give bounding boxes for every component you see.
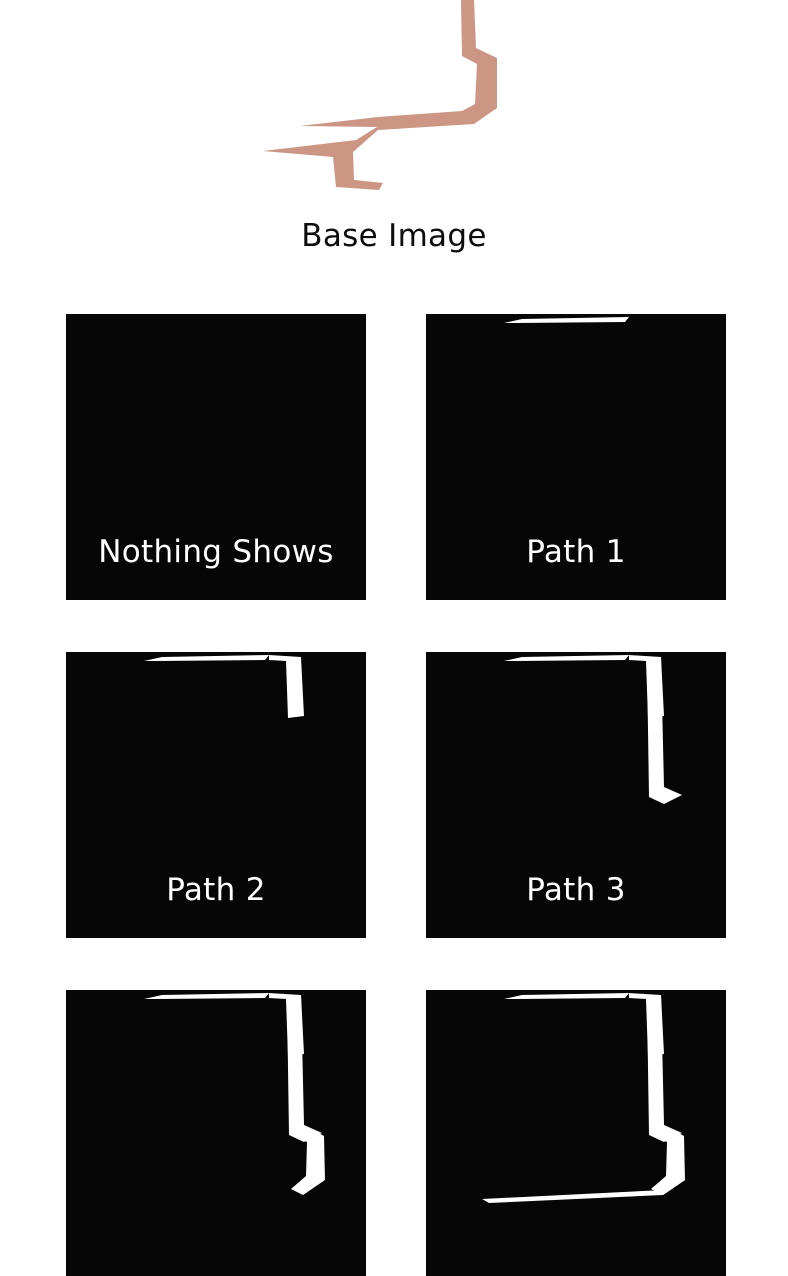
- revealed-path-segment-3: [647, 657, 682, 804]
- panel-path-2: Path 2: [66, 652, 366, 938]
- panel-reveal-layer: [504, 655, 682, 804]
- panel-nothing-shows: Nothing Shows: [66, 314, 366, 600]
- panel-reveal-layer: [144, 993, 325, 1195]
- panel-reveal-layer: [482, 993, 685, 1203]
- revealed-path-segment-1: [504, 993, 629, 999]
- panel-reveal-layer: [144, 655, 304, 718]
- panel-caption: Path 3: [526, 872, 626, 908]
- base-image-shape: [263, 0, 497, 190]
- base-image-figure: [263, 0, 497, 190]
- panel-path-4: [66, 990, 366, 1276]
- panel-path-5: [426, 990, 726, 1276]
- revealed-path-segment-4: [650, 1125, 685, 1195]
- revealed-path-segment-4: [290, 1125, 325, 1195]
- revealed-path-segment-2: [269, 655, 304, 718]
- revealed-path-segment-5: [482, 1176, 685, 1203]
- revealed-path-segment-1: [504, 655, 629, 661]
- revealed-path-segment-1: [144, 993, 269, 999]
- revealed-path-segment-3: [287, 995, 322, 1142]
- panel-caption: Path 1: [526, 534, 626, 570]
- panel-reveal-layer: [504, 317, 629, 323]
- revealed-path-segment-1: [144, 655, 269, 661]
- base-image-caption: Base Image: [301, 218, 487, 254]
- panel-caption: Path 2: [166, 872, 266, 908]
- panel-caption: Nothing Shows: [98, 534, 334, 570]
- revealed-path-segment-1: [504, 317, 629, 323]
- panel-path-1: Path 1: [426, 314, 726, 600]
- panel-path-3: Path 3: [426, 652, 726, 938]
- revealed-path-segment-3: [647, 995, 682, 1142]
